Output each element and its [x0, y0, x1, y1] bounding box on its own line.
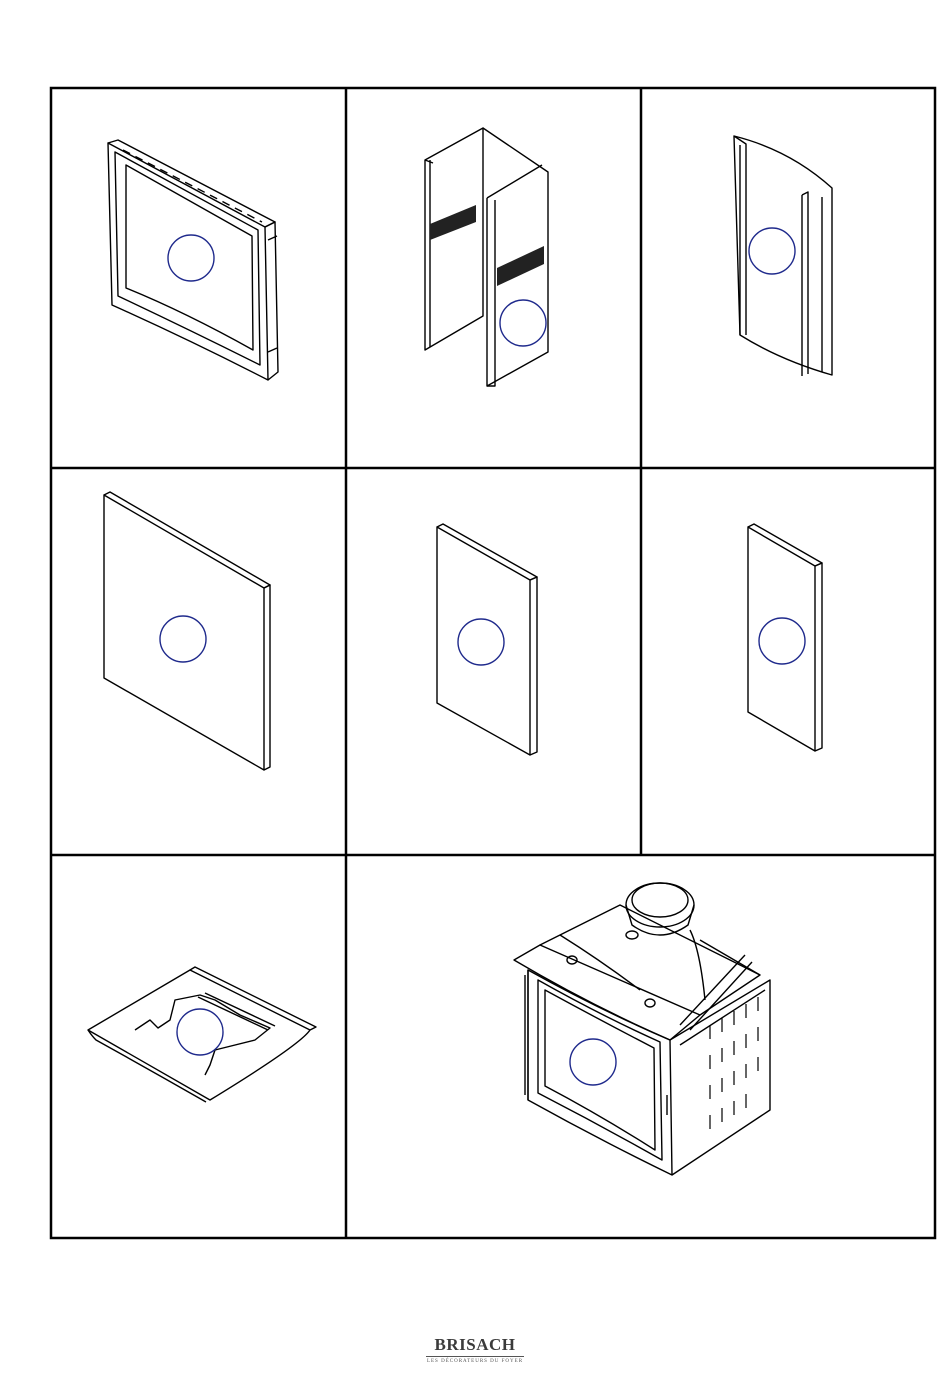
side-casing-drawing: [425, 128, 548, 386]
large-panel-marker: [160, 616, 206, 662]
logo-tagline: LES DÉCORATEURS DU FOYER: [420, 1359, 530, 1364]
fireplace-insert-marker: [570, 1039, 616, 1085]
medium-panel-marker: [458, 619, 504, 665]
medium-panel-drawing: [437, 524, 537, 755]
side-casing-marker: [500, 300, 546, 346]
brisach-logo: BRISACH LES DÉCORATEURS DU FOYER: [420, 1334, 530, 1370]
front-frame-drawing: [108, 140, 278, 380]
base-plate-drawing: [88, 967, 316, 1102]
curved-side-plate-marker: [749, 228, 795, 274]
front-frame-marker: [168, 235, 214, 281]
narrow-panel-marker: [759, 618, 805, 664]
large-panel-drawing: [104, 492, 270, 770]
logo-brand: BRISACH: [426, 1334, 524, 1357]
fireplace-insert-drawing: [514, 883, 770, 1175]
curved-side-plate-drawing: [734, 136, 832, 376]
base-plate-marker: [177, 1009, 223, 1055]
